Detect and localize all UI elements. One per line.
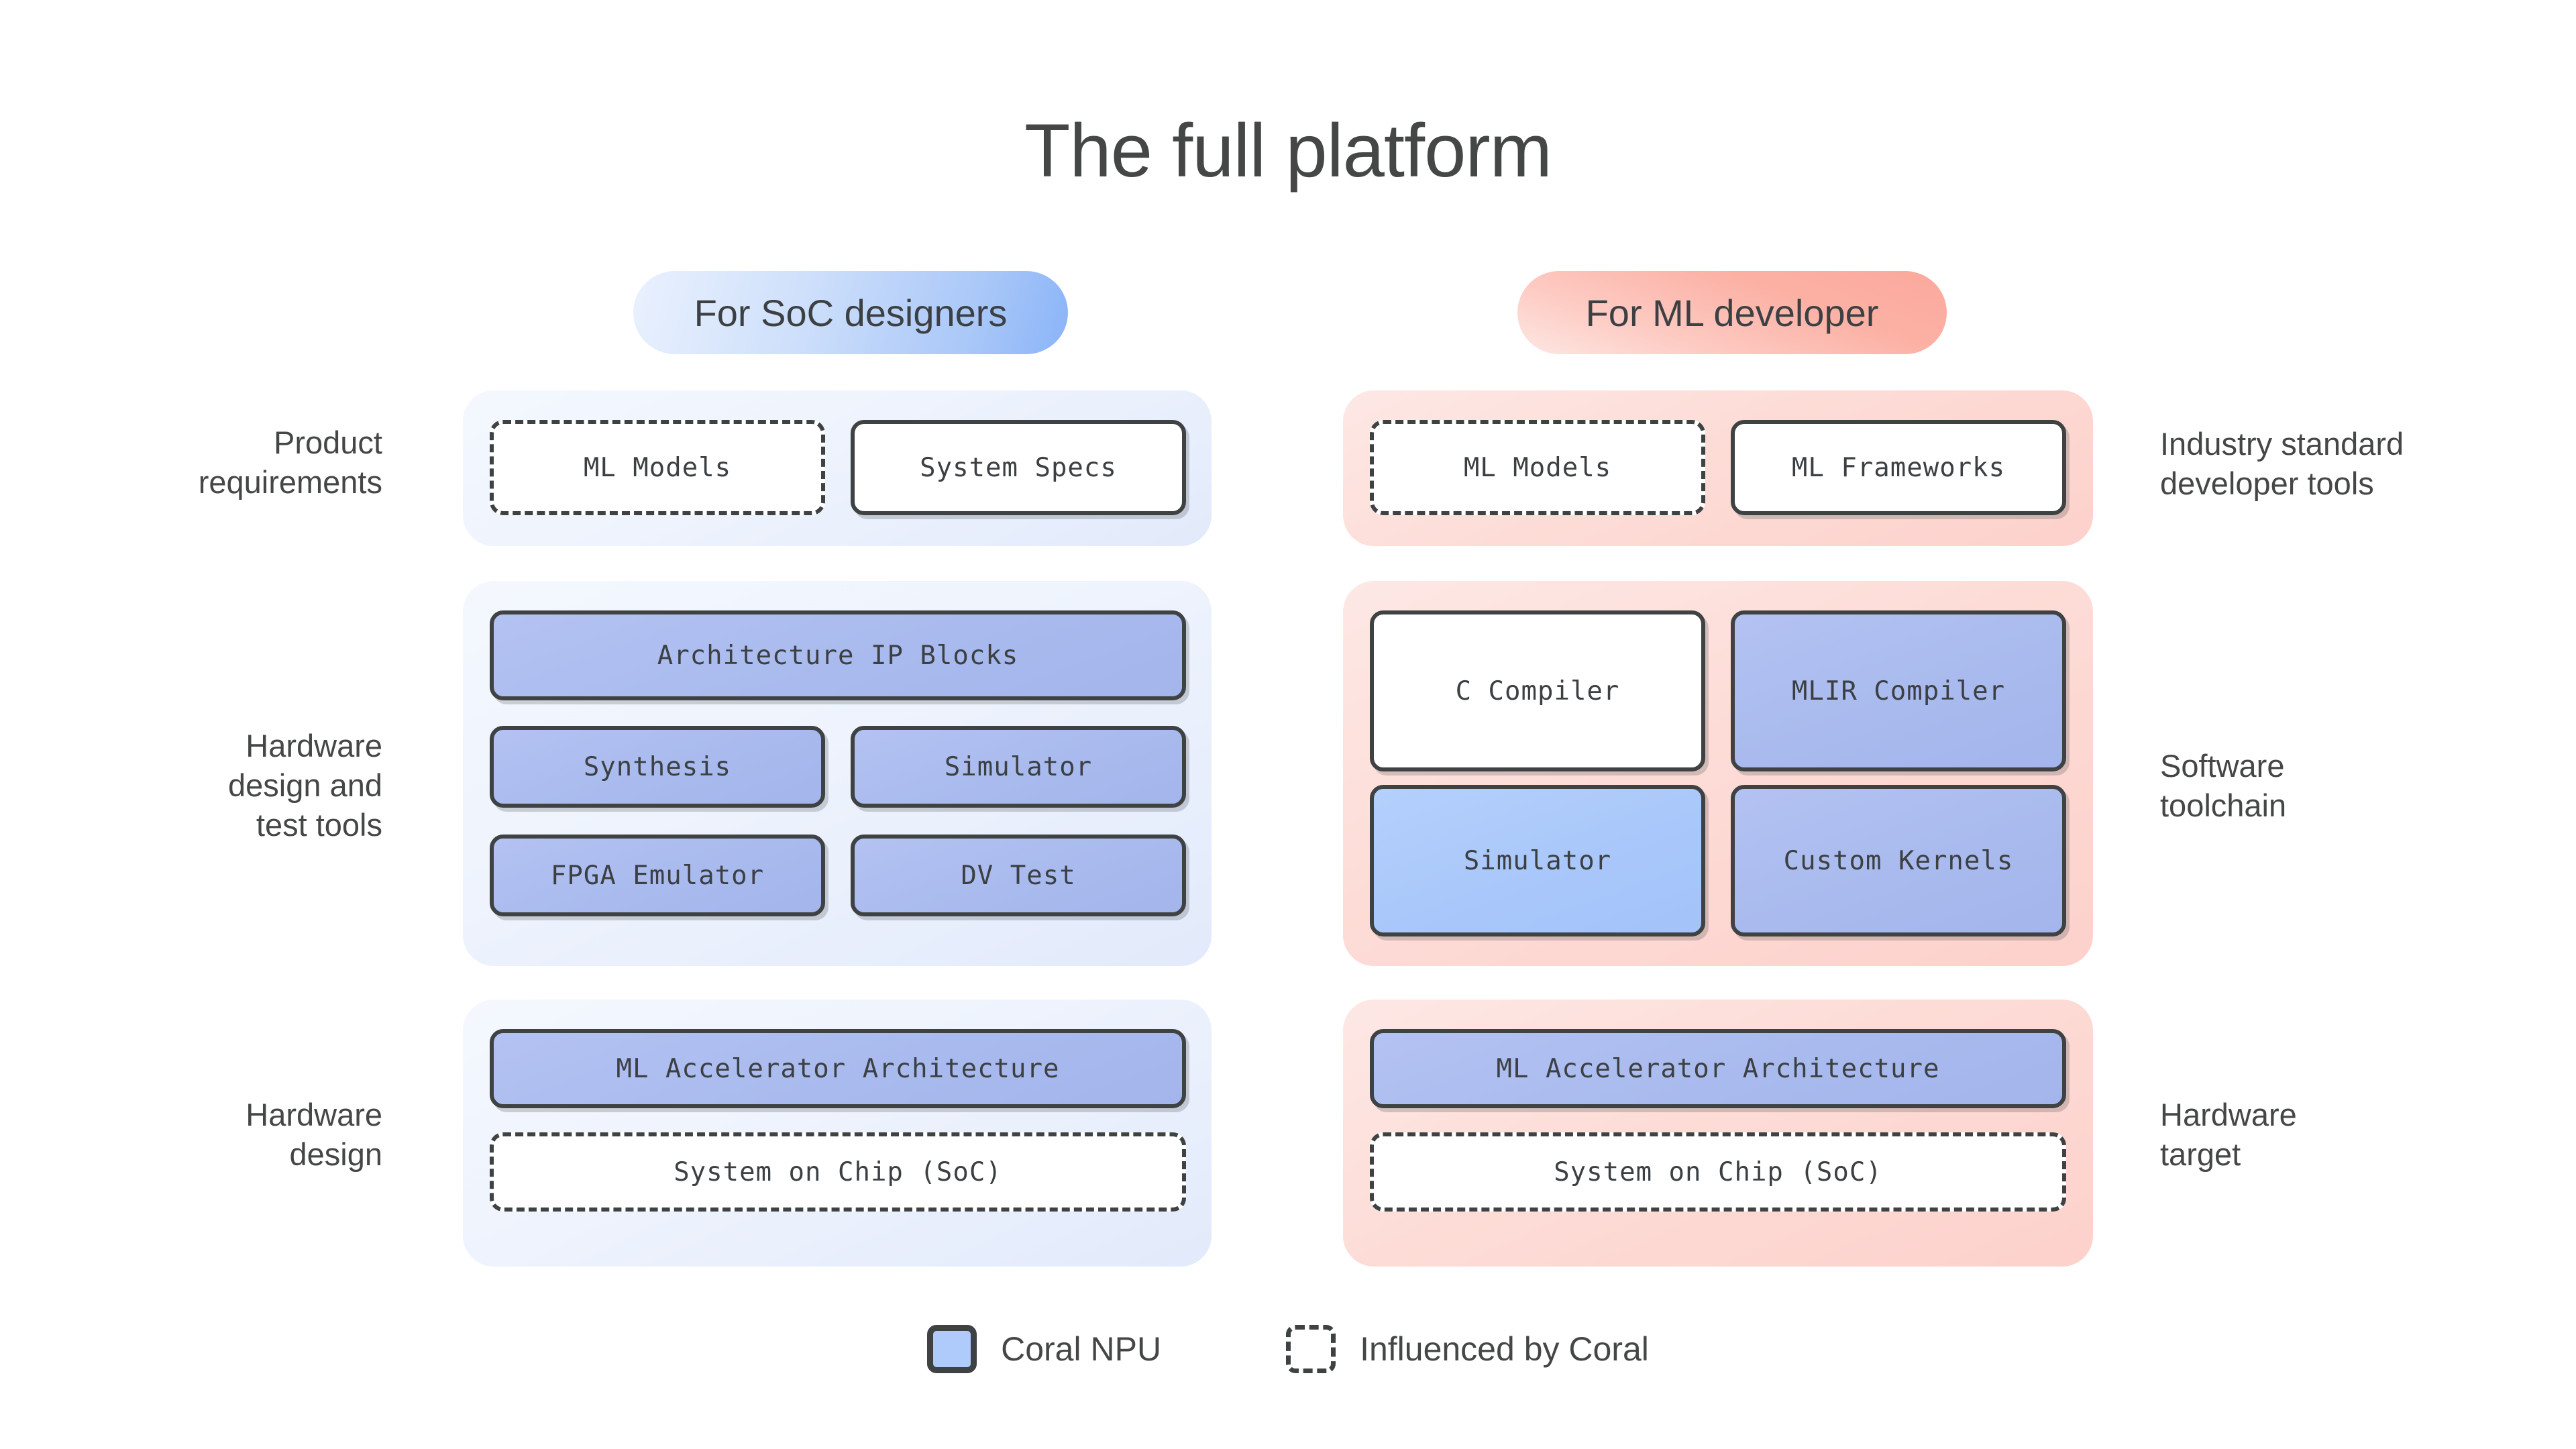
node-label: ML Accelerator Architecture — [616, 1053, 1060, 1084]
row-label-industry-standard-developer-tools: Industry standard developer tools — [2160, 424, 2404, 503]
row-label-line: design — [289, 1136, 383, 1173]
row-label-line: Hardware — [246, 1097, 382, 1132]
panel-soc-hardware-design-and-test-tools: Architecture IP Blocks Synthesis Simulat… — [463, 581, 1212, 966]
row-label-line: Software — [2160, 748, 2285, 784]
node-c-compiler[interactable]: C Compiler — [1370, 610, 1705, 771]
node-label: Custom Kernels — [1783, 845, 2014, 876]
row-label-hardware-design-and-test-tools: Hardware design and test tools — [228, 726, 382, 845]
node-custom-kernels[interactable]: Custom Kernels — [1731, 785, 2066, 936]
node-label: System on Chip (SoC) — [674, 1157, 1002, 1187]
row-label-line: developer tools — [2160, 466, 2374, 502]
node-dv-test[interactable]: DV Test — [851, 835, 1186, 916]
node-label: System Specs — [920, 452, 1117, 483]
node-ml-models[interactable]: ML Models — [490, 420, 825, 515]
node-system-on-chip[interactable]: System on Chip (SoC) — [1370, 1132, 2066, 1212]
node-fpga-emulator[interactable]: FPGA Emulator — [490, 835, 825, 916]
node-label: MLIR Compiler — [1791, 676, 2006, 706]
panel-ml-software-toolchain: C Compiler MLIR Compiler Simulator Custo… — [1343, 581, 2093, 966]
row-label-line: Product — [274, 425, 382, 460]
audience-pill-ml-developer[interactable]: For ML developer — [1517, 271, 1947, 354]
row-label-line: design and — [228, 767, 382, 804]
node-synthesis[interactable]: Synthesis — [490, 726, 825, 808]
panel-ml-industry-standard-developer-tools: ML Models ML Frameworks — [1343, 390, 2093, 546]
node-system-specs[interactable]: System Specs — [851, 420, 1186, 515]
audience-pill-soc-designers[interactable]: For SoC designers — [633, 271, 1068, 354]
node-simulator[interactable]: Simulator — [851, 726, 1186, 808]
node-mlir-compiler[interactable]: MLIR Compiler — [1731, 610, 2066, 771]
node-label: FPGA Emulator — [550, 860, 765, 891]
node-label: C Compiler — [1455, 676, 1620, 706]
row-label-line: Industry standard — [2160, 426, 2404, 462]
row-label-line: requirements — [198, 464, 382, 500]
node-label: ML Models — [583, 452, 732, 483]
row-label-line: Hardware — [2160, 1097, 2297, 1132]
node-label: ML Accelerator Architecture — [1496, 1053, 1940, 1084]
node-label: Simulator — [1463, 845, 1612, 876]
legend: Coral NPU Influenced by Coral — [0, 1325, 2576, 1373]
row-label-line: test tools — [256, 807, 382, 843]
row-label-line: Hardware — [246, 728, 382, 763]
node-ml-models[interactable]: ML Models — [1370, 420, 1705, 515]
node-architecture-ip-blocks[interactable]: Architecture IP Blocks — [490, 610, 1186, 700]
node-ml-frameworks[interactable]: ML Frameworks — [1731, 420, 2066, 515]
node-label: Architecture IP Blocks — [657, 640, 1019, 671]
node-simulator[interactable]: Simulator — [1370, 785, 1705, 936]
audience-pill-ml-label: For ML developer — [1585, 291, 1879, 334]
node-label: Synthesis — [583, 751, 732, 782]
panel-soc-product-requirements: ML Models System Specs — [463, 390, 1212, 546]
page-title: The full platform — [1024, 109, 1552, 193]
node-system-on-chip[interactable]: System on Chip (SoC) — [490, 1132, 1186, 1212]
legend-swatch-dashed-icon — [1286, 1325, 1336, 1373]
row-label-line: toolchain — [2160, 788, 2287, 824]
node-label: ML Frameworks — [1791, 452, 2006, 483]
row-label-hardware-target: Hardware target — [2160, 1095, 2297, 1174]
legend-label: Influenced by Coral — [1360, 1330, 1649, 1368]
row-label-product-requirements: Product requirements — [199, 423, 382, 502]
panel-ml-hardware-target: ML Accelerator Architecture System on Ch… — [1343, 1000, 2093, 1267]
row-label-hardware-design: Hardware design — [246, 1095, 382, 1174]
node-ml-accelerator-architecture[interactable]: ML Accelerator Architecture — [1370, 1029, 2066, 1108]
row-label-line: target — [2160, 1136, 2241, 1173]
node-label: Simulator — [944, 751, 1093, 782]
node-ml-accelerator-architecture[interactable]: ML Accelerator Architecture — [490, 1029, 1186, 1108]
legend-item-coral-npu: Coral NPU — [927, 1325, 1161, 1373]
legend-item-influenced-by-coral: Influenced by Coral — [1286, 1325, 1649, 1373]
node-label: ML Models — [1463, 452, 1612, 483]
node-label: System on Chip (SoC) — [1554, 1157, 1882, 1187]
panel-soc-hardware-design: ML Accelerator Architecture System on Ch… — [463, 1000, 1212, 1267]
audience-pill-soc-label: For SoC designers — [694, 291, 1008, 334]
legend-swatch-filled-icon — [927, 1325, 977, 1373]
legend-label: Coral NPU — [1001, 1330, 1162, 1368]
row-label-software-toolchain: Software toolchain — [2160, 746, 2286, 825]
node-label: DV Test — [961, 860, 1076, 891]
